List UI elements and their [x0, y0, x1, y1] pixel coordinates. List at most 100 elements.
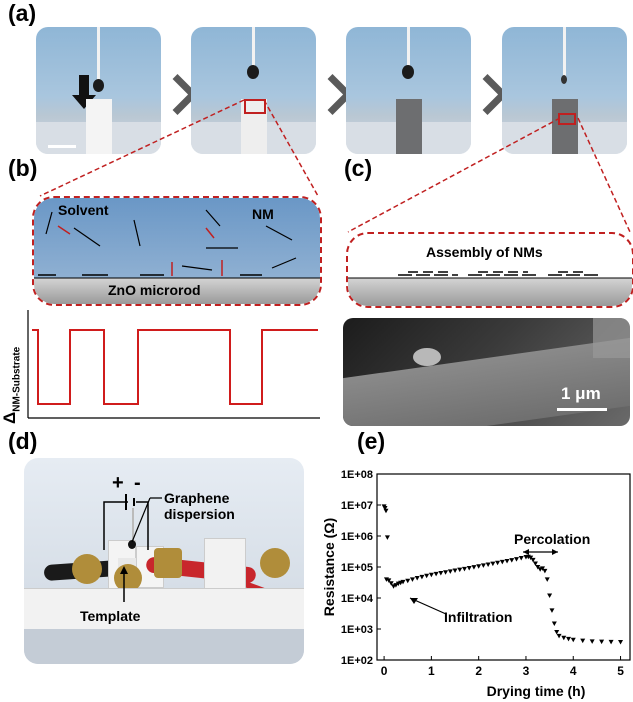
x-tick-label: 4	[570, 664, 577, 678]
data-point	[476, 564, 482, 569]
data-point	[428, 572, 434, 578]
resistance-chart: 1E+02 1E+03 1E+04 1E+05 1E+06 1E+07 1E+08 0 1 2 3…	[321, 469, 631, 699]
y-tick-label: 1E+07	[341, 500, 373, 512]
data-point	[424, 573, 430, 579]
delta-axis-label: ΔNM-Substrate	[0, 347, 30, 424]
data-point	[414, 576, 420, 581]
annotation-percolation: Percolation	[514, 531, 590, 547]
y-tick-label: 1E+08	[341, 469, 373, 481]
delta-plot	[27, 310, 320, 419]
data-point	[419, 574, 425, 580]
panel-label-e: (e)	[357, 428, 386, 454]
data-point	[495, 560, 501, 566]
x-tick-label: 1	[428, 664, 435, 678]
data-point	[471, 565, 477, 570]
y-tick-label: 1E+02	[341, 655, 373, 667]
data-point	[405, 578, 411, 584]
data-point	[382, 506, 388, 511]
data-point	[580, 638, 586, 644]
graphene-label: Graphene dispersion	[164, 490, 235, 522]
data-point	[549, 608, 555, 613]
data-point	[504, 559, 510, 564]
data-point	[386, 578, 392, 583]
annotation-infiltration: Infiltration	[444, 609, 512, 625]
data-point	[570, 637, 576, 643]
y-tick-label: 1E+04	[341, 593, 374, 605]
x-tick-label: 2	[475, 664, 482, 678]
data-point	[532, 561, 538, 566]
data-point	[393, 583, 399, 588]
data-point	[499, 559, 505, 565]
zno-label: ZnO microrod	[108, 282, 201, 298]
data-point	[556, 633, 562, 639]
solvent-schematic: Solvent NM ZnO microrod	[32, 196, 322, 306]
photo-a3	[346, 27, 471, 154]
assembly-label: Assembly of NMs	[426, 244, 543, 260]
data-point	[530, 557, 536, 563]
y-tick-label: 1E+03	[341, 624, 373, 636]
infiltration-arrowhead	[410, 598, 418, 604]
panel-label-d: (d)	[8, 428, 38, 454]
photo-a4	[502, 27, 627, 154]
data-point	[480, 563, 486, 568]
panel-label-b: (b)	[8, 155, 38, 181]
data-point	[599, 639, 605, 645]
data-point	[542, 568, 548, 574]
template-label: Template	[80, 608, 141, 624]
data-point	[514, 557, 520, 562]
data-point	[485, 562, 491, 568]
x-tick-label: 0	[381, 664, 388, 678]
data-point	[466, 565, 472, 571]
data-point	[438, 571, 444, 576]
scale-bar	[557, 408, 607, 411]
data-point	[540, 566, 546, 571]
panel-label-c: (c)	[344, 155, 373, 181]
data-point	[490, 561, 496, 567]
assembly-schematic: Assembly of NMs	[346, 232, 633, 308]
data-point	[518, 556, 524, 561]
y-tick-label: 1E+06	[341, 531, 373, 543]
data-point	[400, 579, 406, 585]
data-point	[544, 577, 550, 582]
data-point	[618, 640, 624, 645]
plot-frame	[376, 473, 631, 661]
y-tick-label: 1E+05	[341, 562, 373, 574]
photo-a2	[191, 27, 316, 154]
plus-sign: +	[112, 472, 124, 494]
data-point	[461, 566, 467, 572]
data-point	[509, 558, 515, 563]
solvent-label: Solvent	[58, 202, 109, 218]
data-point	[409, 577, 415, 582]
delta-subscript: NM-Substrate	[11, 346, 23, 412]
data-point	[384, 535, 390, 540]
x-axis-label: Drying time (h)	[487, 683, 586, 699]
data-point	[589, 639, 595, 644]
data-point	[443, 570, 449, 575]
data-point	[561, 635, 567, 641]
data-point	[608, 639, 614, 645]
nm-label: NM	[252, 206, 274, 222]
data-point	[447, 569, 453, 574]
panel-label-a: (a)	[8, 0, 37, 26]
data-point	[554, 630, 560, 635]
sem-image: 1 μm	[343, 318, 630, 426]
minus-sign: -	[134, 472, 141, 494]
delta-symbol: Δ	[0, 411, 19, 424]
setup-photo: + - Graphene dispersion Template	[24, 458, 304, 664]
data-point	[551, 621, 557, 627]
x-tick-label: 5	[617, 664, 624, 678]
percolation-arrowhead-left	[523, 549, 529, 555]
data-point	[383, 508, 389, 514]
photo-a1	[36, 27, 161, 154]
x-tick-label: 3	[523, 664, 530, 678]
data-point	[433, 571, 439, 577]
data-point	[547, 593, 553, 599]
percolation-arrowhead-right	[552, 549, 558, 555]
data-point	[388, 581, 394, 586]
y-axis-label: Resistance (Ω)	[321, 518, 337, 616]
data-point	[452, 568, 458, 574]
data-point	[457, 567, 463, 573]
scale-bar-label: 1 μm	[561, 384, 601, 403]
data-point	[566, 636, 572, 642]
